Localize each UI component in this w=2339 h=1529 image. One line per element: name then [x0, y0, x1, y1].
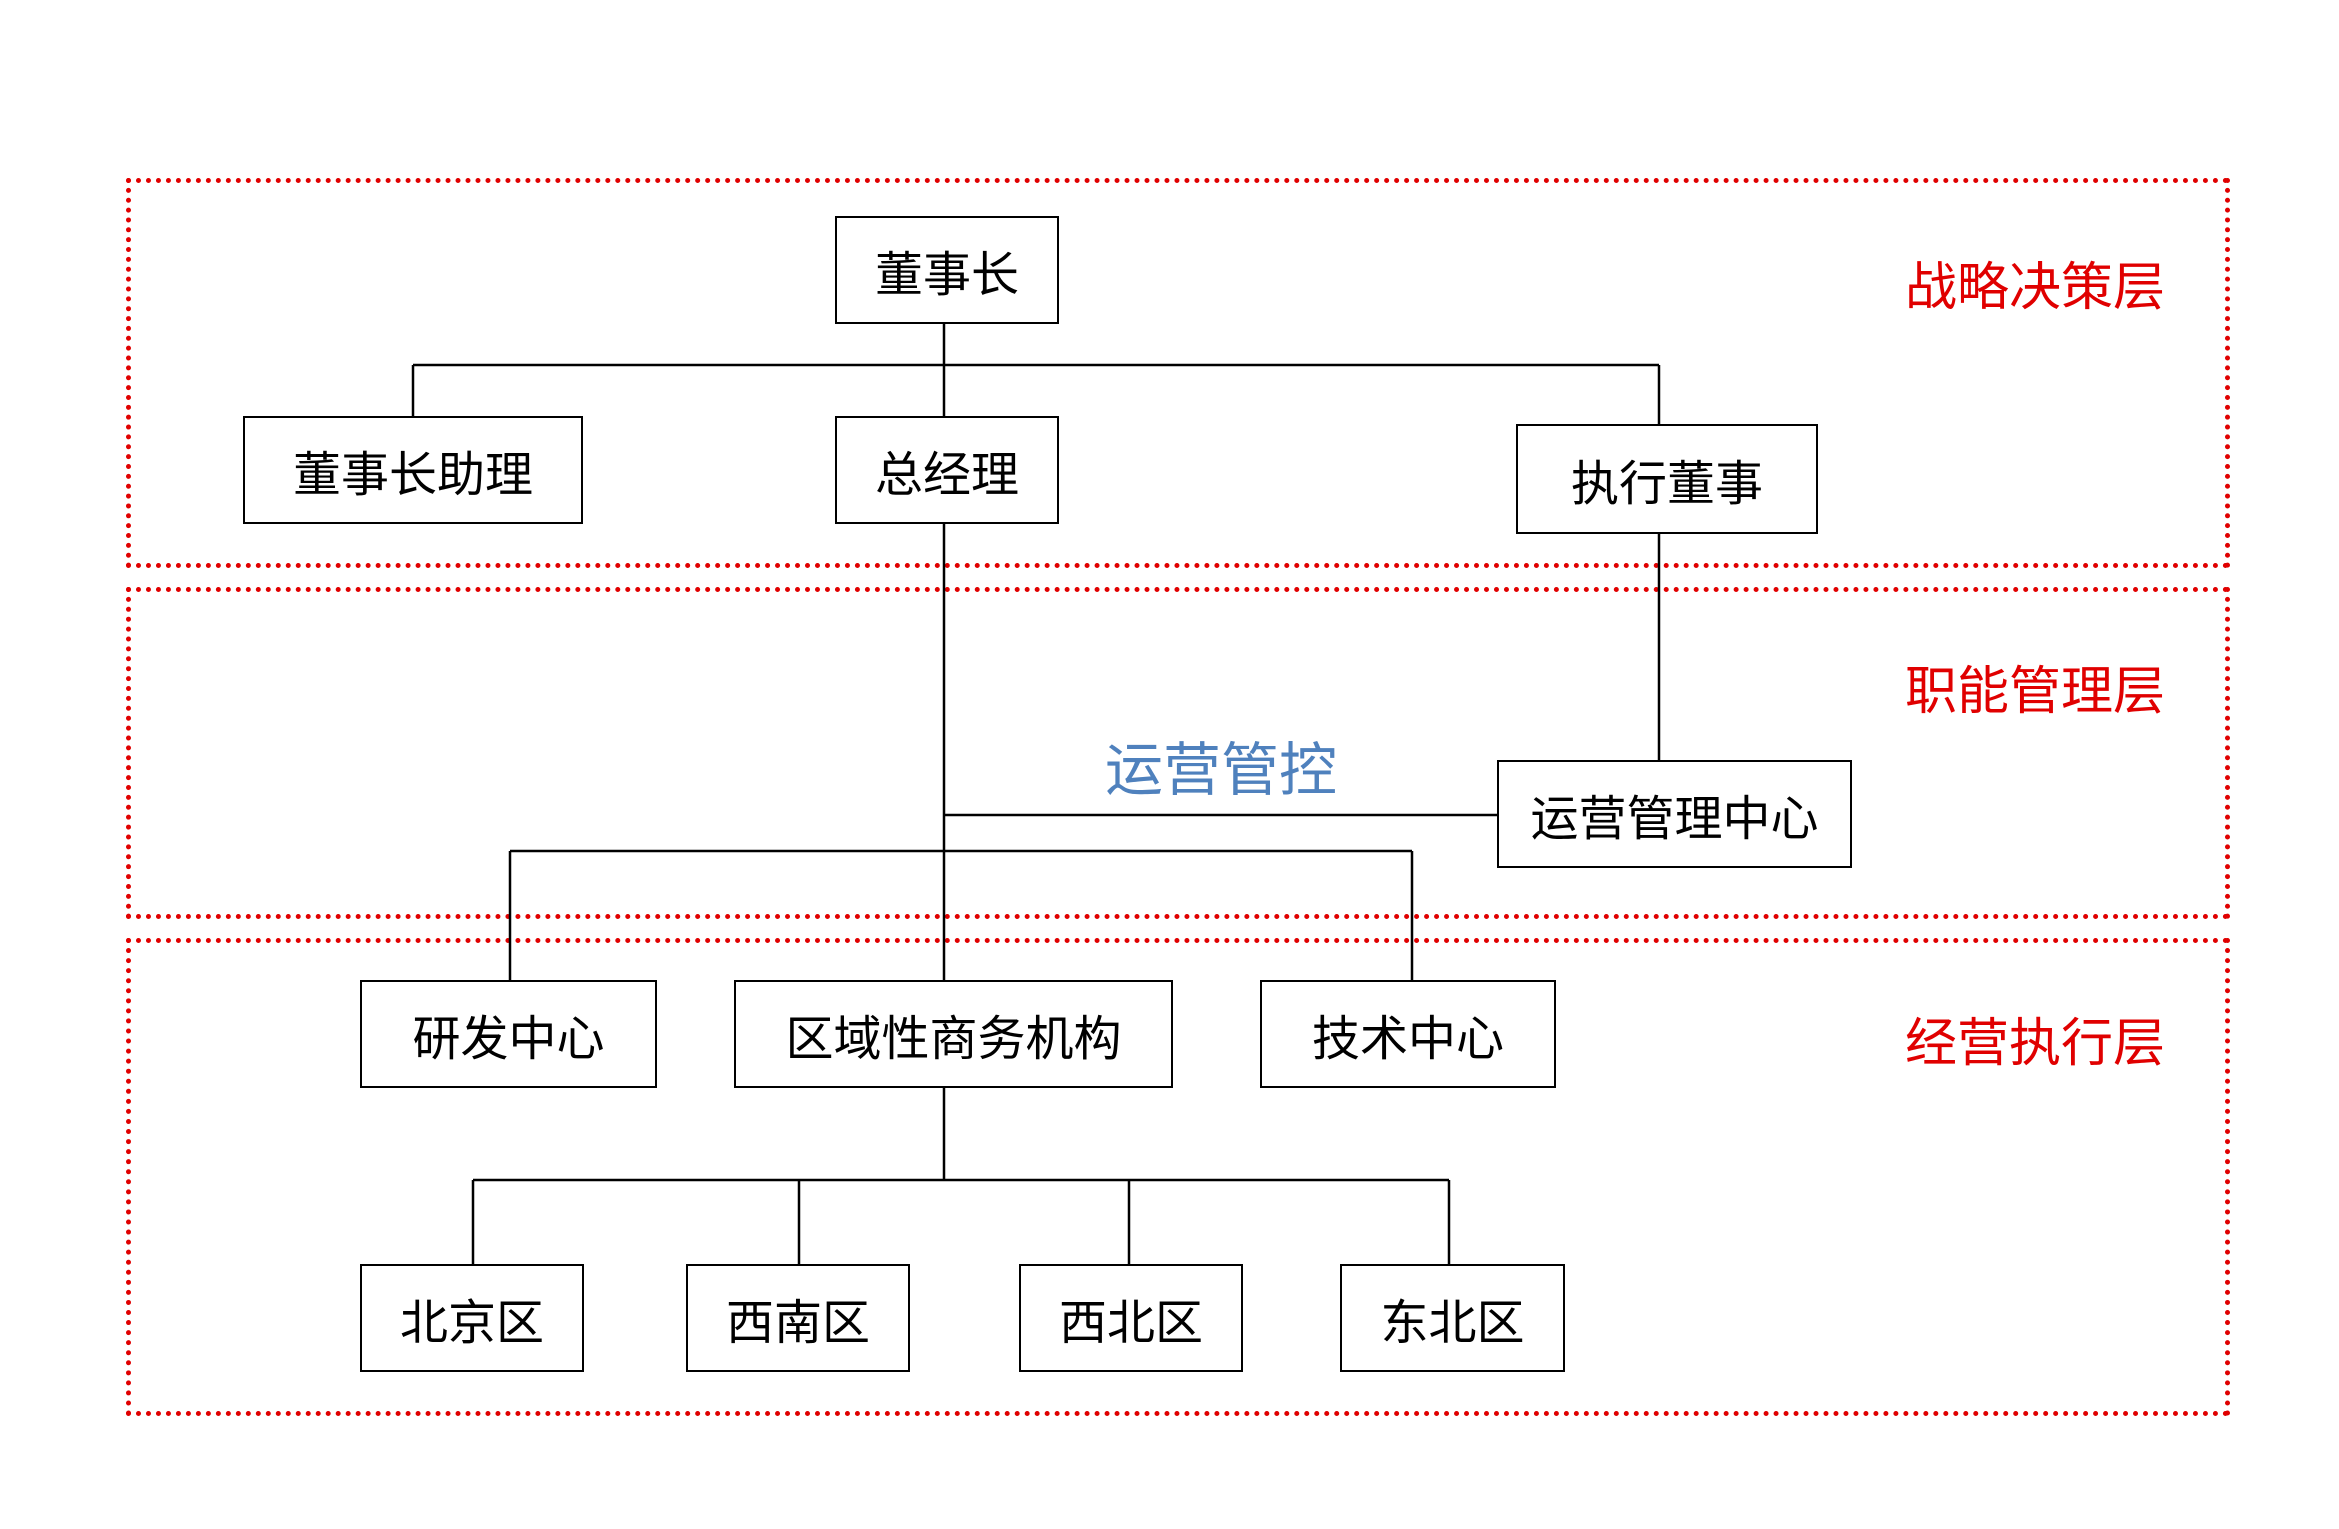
beijing-region-node[interactable]: 北京区	[360, 1264, 584, 1372]
tech-center-node[interactable]: 技术中心	[1260, 980, 1556, 1088]
general-manager-node[interactable]: 总经理	[835, 416, 1059, 524]
function-layer-frame	[126, 587, 2230, 919]
northeast-region-node[interactable]: 东北区	[1340, 1264, 1565, 1372]
executive-director-node[interactable]: 执行董事	[1516, 424, 1818, 534]
strategy-layer-label: 战略决策层	[1905, 258, 2166, 318]
execution-layer-label: 经营执行层	[1905, 1014, 2166, 1074]
rnd-center-node[interactable]: 研发中心	[360, 980, 657, 1088]
strategy-layer-frame	[126, 178, 2230, 568]
chairman-node[interactable]: 董事长	[835, 216, 1059, 324]
southwest-region-node[interactable]: 西南区	[686, 1264, 910, 1372]
operations-control-annotation: 运营管控	[1105, 736, 1338, 804]
function-layer-label: 职能管理层	[1905, 662, 2166, 722]
execution-layer-frame	[126, 938, 2230, 1416]
operations-center-node[interactable]: 运营管理中心	[1497, 760, 1852, 868]
chairman-assistant-node[interactable]: 董事长助理	[243, 416, 583, 524]
regional-business-node[interactable]: 区域性商务机构	[734, 980, 1173, 1088]
northwest-region-node[interactable]: 西北区	[1019, 1264, 1243, 1372]
